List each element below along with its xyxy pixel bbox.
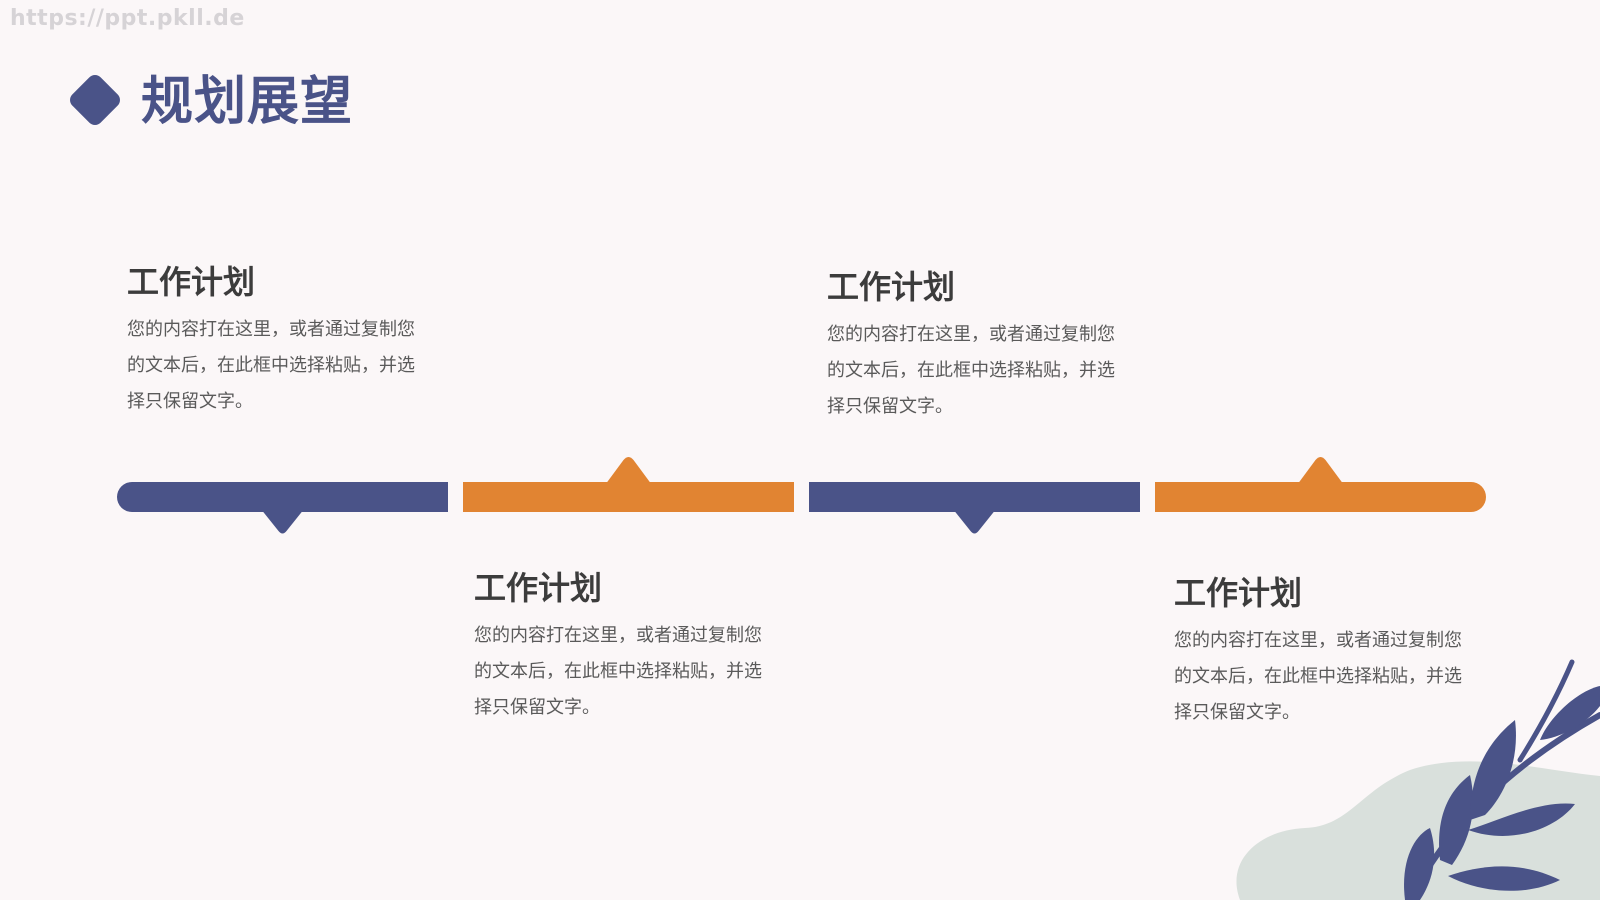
card-body: 您的内容打在这里，或者通过复制您的文本后，在此框中选择粘贴，并选择只保留文字。 <box>827 324 1115 417</box>
plan-card-3: 工作计划 您的内容打在这里，或者通过复制您的文本后，在此框中选择粘贴，并选择只保… <box>827 267 1127 425</box>
timeline-segment-1 <box>117 482 448 534</box>
card-title: 工作计划 <box>827 268 956 306</box>
pointer-down-icon <box>262 511 303 534</box>
card-body: 您的内容打在这里，或者通过复制您的文本后，在此框中选择粘贴，并选择只保留文字。 <box>474 625 762 718</box>
leaf-branch-icon <box>1404 659 1600 900</box>
plan-card-1: 工作计划 您的内容打在这里，或者通过复制您的文本后，在此框中选择粘贴，并选择只保… <box>127 262 427 420</box>
card-title: 工作计划 <box>474 569 603 607</box>
watermark-text: https://ppt.pkll.de <box>10 6 245 31</box>
card-body: 您的内容打在这里，或者通过复制您的文本后，在此框中选择粘贴，并选择只保留文字。 <box>1174 630 1462 723</box>
card-title: 工作计划 <box>1174 574 1303 612</box>
blob-shape <box>1236 761 1600 900</box>
card-title: 工作计划 <box>127 263 256 301</box>
pointer-up-icon <box>606 457 651 483</box>
timeline-bar <box>809 482 1140 512</box>
timeline-segment-4 <box>1155 457 1486 512</box>
timeline-bar <box>117 482 448 512</box>
timeline-bar <box>1155 482 1486 512</box>
timeline-bar <box>463 482 794 512</box>
pointer-down-icon <box>954 511 995 534</box>
pointer-up-icon <box>1298 457 1343 483</box>
timeline-segment-2 <box>463 457 794 512</box>
timeline-segment-3 <box>809 482 1140 534</box>
plan-card-4: 工作计划 您的内容打在这里，或者通过复制您的文本后，在此框中选择粘贴，并选择只保… <box>1174 573 1474 731</box>
plan-card-2: 工作计划 您的内容打在这里，或者通过复制您的文本后，在此框中选择粘贴，并选择只保… <box>474 568 774 726</box>
page-title: 规划展望 <box>141 72 354 132</box>
card-body: 您的内容打在这里，或者通过复制您的文本后，在此框中选择粘贴，并选择只保留文字。 <box>127 319 415 412</box>
